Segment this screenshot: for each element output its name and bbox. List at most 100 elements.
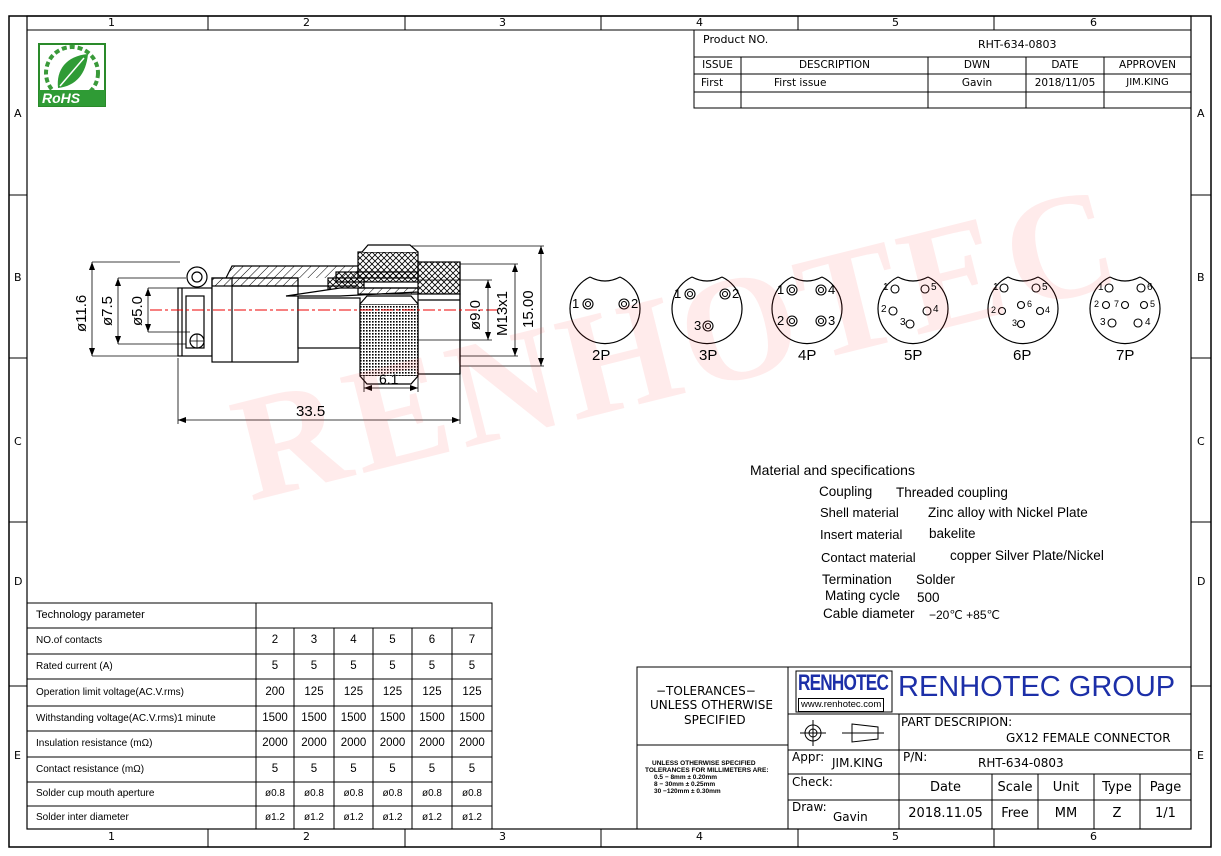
dim-label: M13x1	[494, 290, 511, 336]
company-name: RENHOTEC GROUP	[898, 671, 1176, 703]
dwn-value: Gavin	[961, 76, 993, 89]
tech-row-value: 2000	[379, 737, 406, 750]
pin-layout-label: 3P	[699, 347, 718, 364]
tech-row-value: ø1.2	[303, 811, 324, 823]
tech-row-value: ø1.2	[421, 811, 442, 823]
info-value-type: Z	[1112, 806, 1122, 821]
part-desc-label: PART DESCRIPION:	[901, 715, 1013, 729]
approven-value: JIM.KING	[1126, 77, 1169, 88]
tech-row-value: 1500	[459, 711, 485, 724]
issue-value: First	[701, 76, 724, 89]
spec-label: Termination	[822, 572, 892, 587]
dim-label: 6.1	[379, 371, 399, 387]
tech-row-value: 4	[350, 634, 357, 647]
col-label: 6	[1090, 16, 1097, 29]
pin-layout-label: 5P	[904, 347, 923, 364]
tolerances-detail-line: 8 − 30mm ± 0.25mm	[654, 781, 716, 788]
col-label: 1	[108, 830, 115, 843]
part-desc: GX12 FEMALE CONNECTOR	[1006, 731, 1171, 745]
tech-row-value: 1500	[301, 711, 327, 724]
tech-row-label: Solder inter diameter	[36, 811, 129, 823]
spec-value: bakelite	[929, 526, 976, 541]
tech-row-value: 125	[343, 685, 364, 698]
row-label: E	[1197, 749, 1204, 762]
tech-row-label: Contact resistance (mΩ)	[36, 763, 145, 775]
tech-row-value: 5	[428, 659, 436, 672]
appr-value: JIM.KING	[832, 756, 883, 770]
dwn-header: DWN	[963, 59, 991, 72]
pin-number: 6	[1027, 299, 1033, 309]
spec-value: Threaded coupling	[896, 485, 1008, 500]
pin-number: 3	[900, 317, 906, 328]
dimension-arrows	[89, 246, 544, 423]
spec-label: Mating cycle	[825, 588, 901, 603]
tech-row-label: Rated current (A)	[36, 660, 113, 672]
pin-number: 4	[1145, 317, 1151, 328]
tech-row-value: 2	[271, 634, 279, 647]
pin-holes	[582, 283, 1149, 332]
tech-row-value: 125	[304, 685, 324, 698]
tech-row-value: 3	[310, 634, 318, 647]
tech-row-value: 5	[468, 659, 476, 672]
top-title-block-lines	[693, 29, 1192, 109]
info-value-unit: MM	[1054, 806, 1078, 821]
tech-row-value: 6	[428, 634, 436, 647]
dim-label: 15.00	[520, 290, 537, 328]
tolerances-detail-line: 30 −120mm ± 0.30mm	[654, 788, 721, 795]
pin-number: 3	[694, 318, 702, 333]
col-label: 2	[303, 830, 310, 843]
tolerances-heading-line: SPECIFIED	[684, 713, 746, 727]
spec-value: Solder	[916, 572, 956, 587]
row-label: A	[14, 107, 22, 120]
pin-number: 1	[993, 282, 999, 293]
col-label: 3	[499, 830, 506, 843]
pin-number: 5	[1150, 299, 1156, 309]
tech-row-value: 5	[389, 762, 396, 775]
tech-row-value: 2000	[262, 737, 288, 750]
col-label: 4	[696, 16, 703, 29]
tech-row-label: Operation limit voltage(AC.V.rms)	[36, 686, 185, 698]
pin-layout-label: 4P	[798, 347, 817, 364]
tech-row-value: 1500	[419, 711, 445, 724]
spec-label: Contact material	[821, 550, 916, 565]
tech-row-value: 125	[462, 685, 482, 698]
pin-number: 1	[572, 296, 580, 311]
pin-layout-label: 2P	[592, 347, 611, 364]
info-header-scale: Scale	[997, 779, 1033, 795]
pin-number: 2	[732, 286, 740, 301]
pin-number: 1	[777, 282, 785, 297]
spec-value: 500	[917, 590, 940, 605]
dim-label: 33.5	[296, 403, 326, 420]
info-value-date: 2018.11.05	[908, 806, 983, 821]
col-label: 2	[303, 16, 310, 29]
rohs-logo-text: RoHS	[42, 90, 81, 106]
col-label: 3	[499, 16, 506, 29]
tech-row-value: ø1.2	[461, 811, 482, 823]
tech-row-value: 5	[310, 659, 318, 672]
tech-row-value: 5	[428, 762, 436, 775]
row-label: D	[14, 575, 23, 588]
tech-row-value: 5	[310, 762, 318, 775]
tech-row-value: 5	[271, 762, 279, 775]
tech-row-value: 1500	[262, 711, 288, 724]
spec-value: −20℃ +85℃	[929, 608, 1000, 622]
row-label: B	[1197, 271, 1205, 284]
tolerances-detail-line: 0.5 − 8mm ± 0.20mm	[654, 774, 718, 781]
pin-number: 3	[1012, 318, 1018, 328]
description-header: DESCRIPTION	[798, 59, 871, 72]
col-label: 4	[696, 830, 703, 843]
tech-row-value: 2000	[459, 737, 485, 750]
tech-row-value: 2000	[419, 737, 445, 750]
brand-logo-text: RENHOTEC	[798, 670, 889, 695]
pin-number: 4	[1045, 305, 1051, 315]
connector-side-view	[177, 244, 461, 385]
col-label: 5	[892, 16, 899, 29]
tolerances-detail-line: UNLESS OTHERWISE SPECIFIED	[652, 760, 756, 767]
info-value-page: 1/1	[1155, 806, 1176, 821]
pin-number: 1	[1098, 282, 1104, 293]
info-header-page: Page	[1149, 779, 1182, 795]
pin-number: 2	[881, 304, 887, 315]
spec-label: Cable diameter	[823, 606, 915, 621]
brand-url: www.renhotec.com	[798, 698, 885, 712]
pin-number: 4	[933, 304, 939, 315]
